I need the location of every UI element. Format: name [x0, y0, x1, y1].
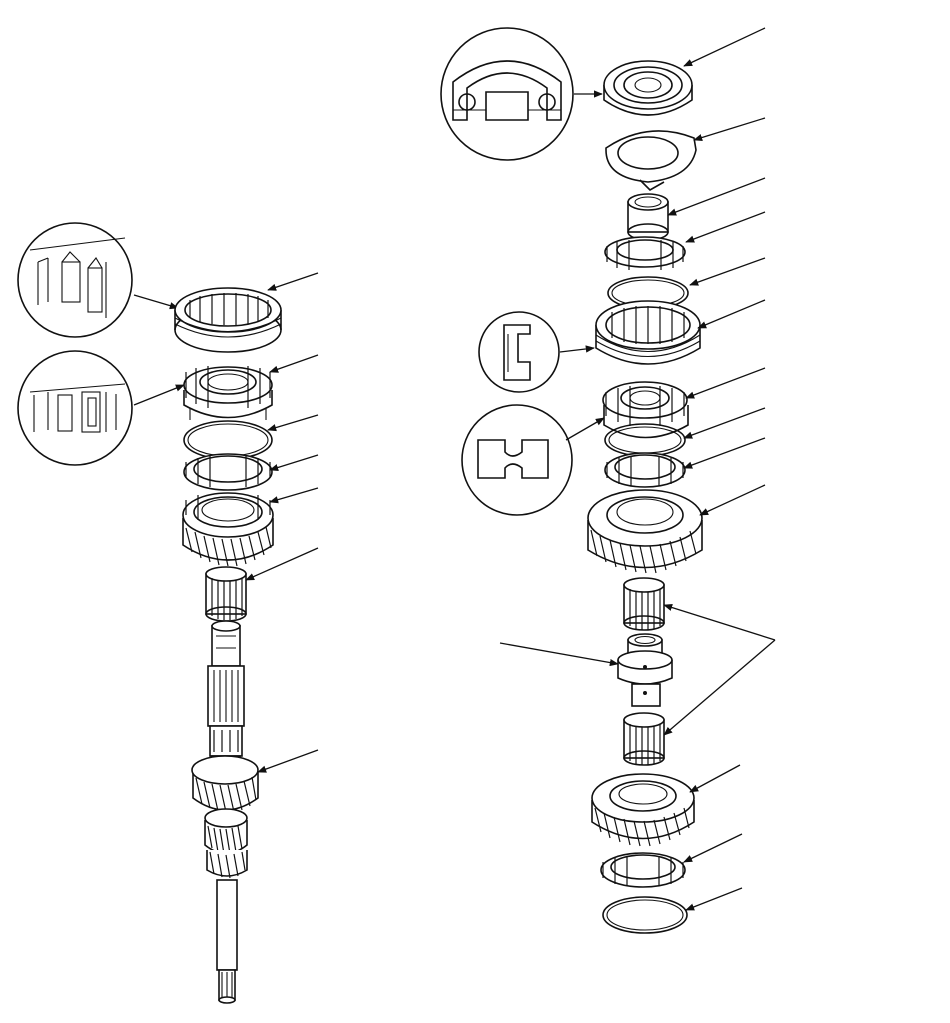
needle-bearing-lower	[623, 712, 665, 766]
gear-lower-helical	[591, 773, 695, 847]
detail-circle-bearing-section	[440, 27, 574, 161]
distance-collar	[617, 633, 673, 707]
mainshaft	[191, 620, 259, 1004]
detail-circle-hub-splines	[17, 350, 133, 466]
gear-large-helical-right	[587, 489, 703, 574]
synchro-sleeve-right	[595, 300, 701, 365]
left-callout-leaders	[245, 272, 319, 773]
gear-large-helical	[182, 492, 274, 567]
needle-bearing	[205, 566, 247, 622]
blocking-ring	[183, 453, 273, 491]
snap-ring-lower	[602, 896, 688, 934]
detail-circle-hub-section	[461, 404, 573, 516]
left-assembly	[17, 222, 319, 1004]
blocking-ring-lower	[600, 852, 686, 888]
right-callout-leaders	[499, 27, 776, 911]
synchro-hub	[183, 366, 273, 420]
needle-bearing-upper	[623, 577, 665, 631]
bearing-retainer	[605, 130, 697, 191]
ball-bearing	[603, 60, 693, 116]
right-assembly	[440, 27, 776, 934]
detail-circle-sleeve-section	[478, 311, 560, 393]
blocking-ring-middle	[604, 452, 686, 488]
blocking-ring-upper	[604, 236, 686, 270]
detail-circle-sleeve-splines	[17, 222, 133, 338]
spacer-collar	[627, 193, 669, 241]
synchro-sleeve	[174, 287, 282, 353]
